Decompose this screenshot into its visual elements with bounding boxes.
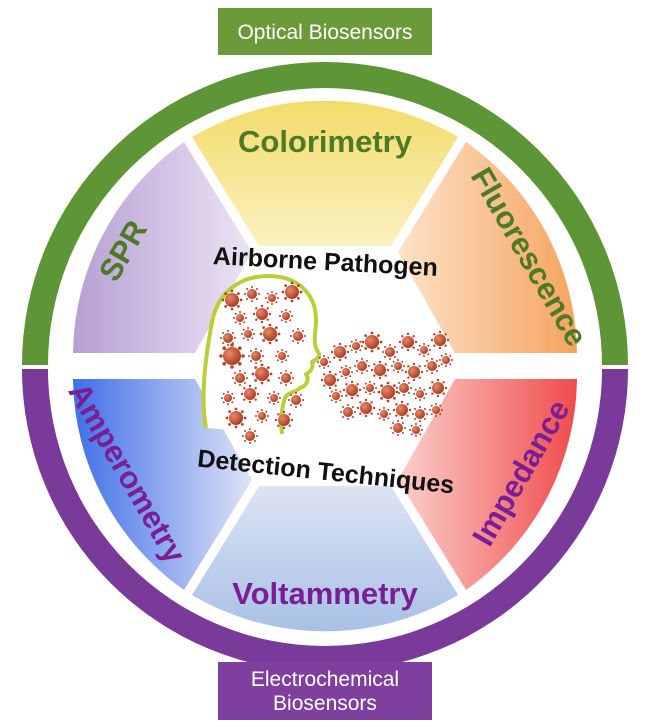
virus-particle-icon	[255, 409, 269, 423]
optical-biosensors-box	[218, 8, 432, 55]
electrochemical-label-line1: Electrochemical	[251, 668, 399, 691]
virus-particle-icon	[396, 380, 412, 396]
virus-particle-icon	[281, 281, 303, 303]
virus-particle-icon	[221, 289, 243, 311]
virus-particle-icon	[390, 420, 406, 436]
virus-particle-icon	[220, 330, 236, 346]
virus-particle-icon	[252, 304, 272, 324]
segment-amperometry	[73, 379, 252, 590]
virus-particle-icon	[244, 286, 260, 302]
virus-particle-icon	[225, 407, 247, 429]
virus-particle-icon	[248, 348, 264, 364]
virus-particle-icon	[398, 332, 418, 352]
segment-fluorescence	[398, 142, 577, 353]
virus-particle-icon	[242, 428, 258, 444]
segment-impedance	[398, 379, 577, 590]
segment-voltammetry	[192, 486, 458, 632]
segment-spr	[73, 142, 252, 353]
virus-particle-icon	[330, 342, 350, 362]
virus-particle-icon	[430, 330, 450, 350]
virus-particle-icon	[404, 362, 424, 382]
virus-particle-icon	[424, 358, 440, 374]
virus-particle-icon	[377, 407, 391, 421]
virus-particle-icon	[274, 410, 294, 430]
virus-particle-icon	[241, 327, 255, 341]
virus-particle-icon	[221, 391, 235, 405]
virus-particle-icon	[428, 378, 448, 398]
virus-particle-icon	[354, 358, 370, 374]
virus-particle-icon	[391, 359, 405, 373]
virus-particle-icon	[288, 392, 304, 408]
virus-particle-icon	[232, 370, 248, 386]
virus-particle-icon	[392, 400, 412, 420]
label-voltammetry: Voltammetry	[232, 576, 418, 611]
virus-particle-icon	[339, 365, 353, 379]
optical-biosensors-label: Optical Biosensors	[237, 21, 412, 44]
virus-particle-icon	[417, 343, 431, 357]
virus-particle-icon	[363, 381, 377, 395]
virus-particle-icon	[370, 360, 390, 380]
virus-particle-icon	[275, 349, 289, 363]
label-colorimetry: Colorimetry	[238, 124, 413, 159]
virus-particle-icon	[342, 380, 362, 400]
electrochemical-biosensors-box	[218, 662, 432, 720]
virus-particle-icon	[356, 398, 376, 418]
segment-colorimetry	[192, 100, 458, 246]
virus-particle-icon	[290, 328, 306, 344]
virus-particle-icon	[413, 387, 427, 401]
virus-particle-icon	[265, 291, 279, 305]
pathogen-particles	[219, 281, 453, 444]
virus-particle-icon	[349, 339, 363, 353]
virus-particle-icon	[233, 311, 247, 325]
virus-particle-icon	[219, 343, 245, 369]
virus-particle-icon	[340, 404, 356, 420]
virus-particle-icon	[377, 381, 399, 403]
virus-particle-icon	[279, 309, 293, 323]
virus-particle-icon	[409, 423, 423, 437]
virus-particle-icon	[361, 331, 383, 353]
virus-particle-icon	[329, 389, 343, 403]
virus-particle-icon	[412, 406, 428, 422]
virus-particle-icon	[240, 384, 260, 404]
virus-particle-icon	[382, 344, 398, 360]
virus-particle-icon	[278, 370, 294, 386]
virus-particle-icon	[317, 355, 331, 369]
electrochemical-label-line2: Biosensors	[273, 692, 377, 715]
virus-particle-icon	[259, 323, 281, 345]
virus-particle-icon	[267, 391, 281, 405]
virus-particle-icon	[429, 403, 443, 417]
virus-particle-icon	[320, 370, 340, 390]
virus-particle-icon	[439, 353, 453, 367]
virus-particle-icon	[251, 363, 273, 385]
